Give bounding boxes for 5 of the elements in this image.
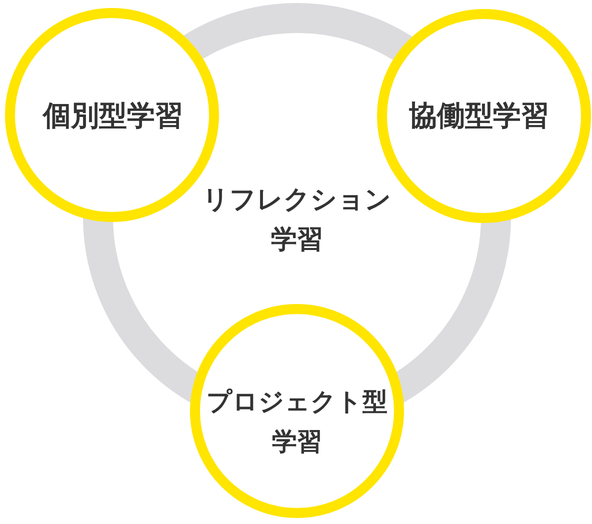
circle-label: プロジェクト型学習 xyxy=(206,386,388,458)
circle-label: 協働型学習 xyxy=(409,99,549,133)
learning-circle xyxy=(190,304,404,518)
circle-label: 個別型学習 xyxy=(43,99,183,133)
center-label: リフレクション学習 xyxy=(202,184,392,257)
